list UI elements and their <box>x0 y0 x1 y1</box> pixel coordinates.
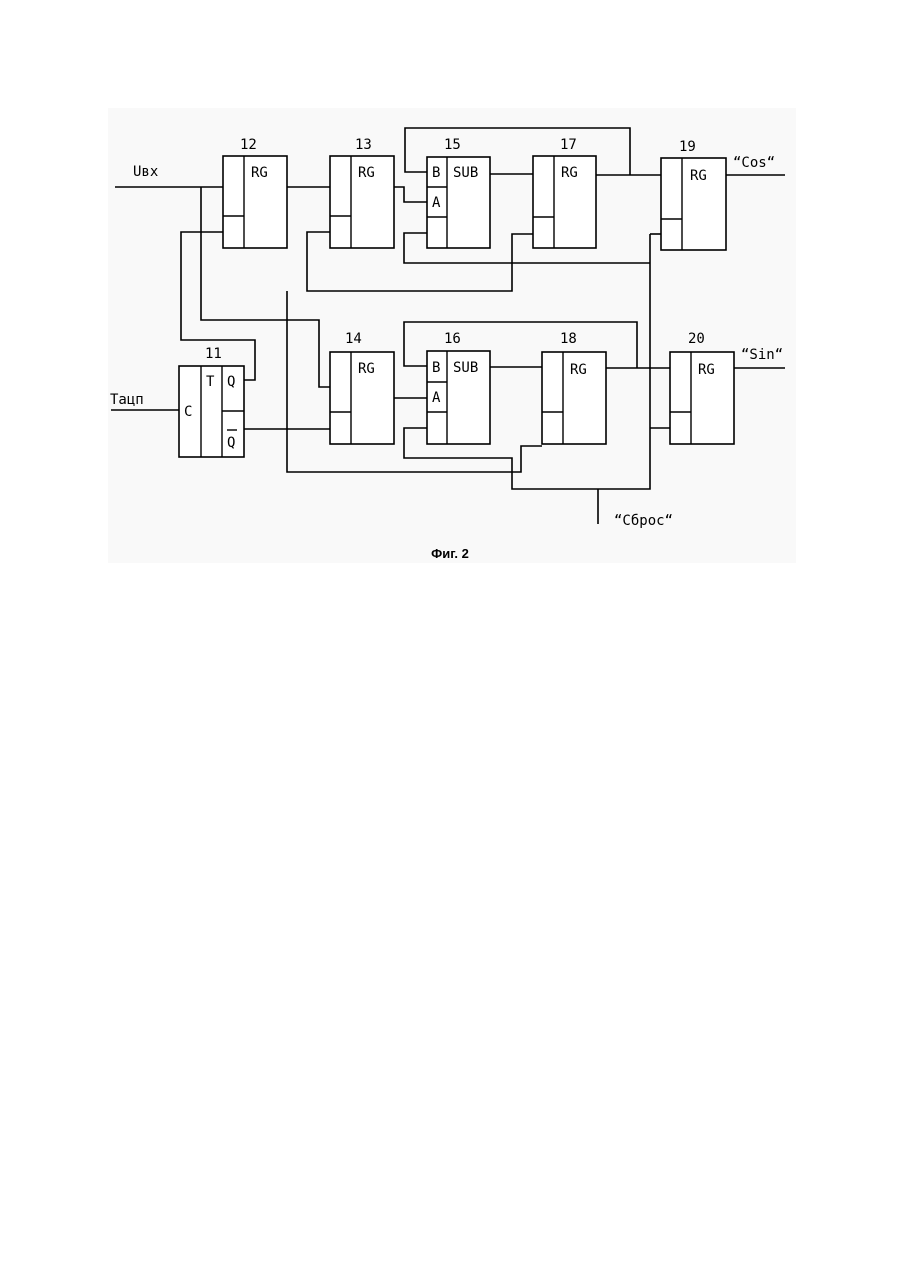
block-15-input-a: A <box>432 195 441 211</box>
block-16-label: SUB <box>453 360 478 376</box>
block-15-number: 15 <box>444 137 461 153</box>
block-17-number: 17 <box>560 137 577 153</box>
block-19-label: RG <box>690 168 707 184</box>
block-18-label: RG <box>570 362 587 378</box>
trigger-t-label: T <box>206 374 215 390</box>
block-14-label: RG <box>358 361 375 377</box>
block-18-number: 18 <box>560 331 577 347</box>
trigger-qn-label: Q <box>227 435 235 451</box>
input-clock-label: Тацп <box>110 392 144 408</box>
block-17: RG 17 <box>533 137 596 248</box>
block-14-number: 14 <box>345 331 362 347</box>
block-15-label: SUB <box>453 165 478 181</box>
block-13-number: 13 <box>355 137 372 153</box>
input-uin-label: Uвх <box>133 164 158 180</box>
block-20-number: 20 <box>688 331 705 347</box>
block-18: RG 18 <box>542 331 606 444</box>
block-13-label: RG <box>358 165 375 181</box>
block-19-number: 19 <box>679 139 696 155</box>
trigger-11: C T Q Q 11 <box>179 346 244 457</box>
trigger-11-number: 11 <box>205 346 222 362</box>
block-19: RG 19 <box>661 139 726 250</box>
input-reset-label: “Сброс“ <box>614 513 673 529</box>
block-16: B A SUB 16 <box>427 331 490 444</box>
block-20-label: RG <box>698 362 715 378</box>
output-cos-label: “Cos“ <box>733 155 775 171</box>
trigger-q-label: Q <box>227 374 235 390</box>
block-20: RG 20 <box>670 331 734 444</box>
block-12-label: RG <box>251 165 268 181</box>
block-12-number: 12 <box>240 137 257 153</box>
block-17-label: RG <box>561 165 578 181</box>
trigger-c-label: C <box>184 404 192 420</box>
wire-clk-loop <box>287 291 542 472</box>
block-14: RG 14 <box>330 331 394 444</box>
block-16-number: 16 <box>444 331 461 347</box>
wire-13-15 <box>394 187 427 202</box>
block-16-input-a: A <box>432 390 441 406</box>
block-12: RG 12 <box>223 137 287 248</box>
figure-caption: Фиг. 2 <box>0 546 900 561</box>
block-15-input-b: B <box>432 165 440 181</box>
output-sin-label: “Sin“ <box>741 347 783 363</box>
block-15: B A SUB 15 <box>427 137 490 248</box>
block-16-input-b: B <box>432 360 440 376</box>
block-13: RG 13 <box>330 137 394 248</box>
